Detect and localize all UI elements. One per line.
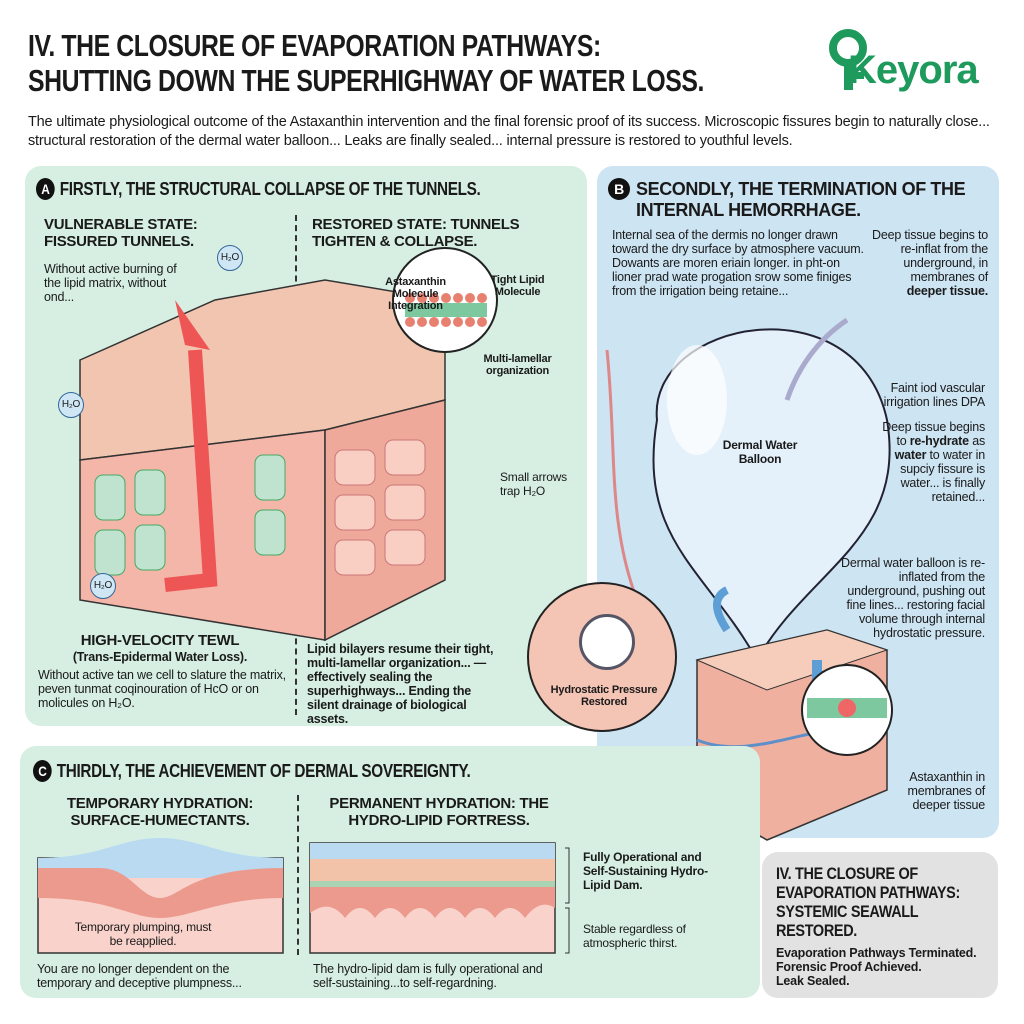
deep-tissue-text-main: Deep tissue begins to re-inflat from the…: [872, 228, 989, 284]
vulnerable-heading: Vulnerable State: Fissured Tunnels.: [44, 216, 198, 250]
rehydrate-pre: Deep tissue begins to: [882, 420, 985, 448]
balloon-label: Dermal Water Balloon: [722, 438, 798, 466]
astaxanthin-label: Astaxanthin Molecule Integration: [385, 276, 446, 312]
h2o-bubble: H₂O: [217, 245, 243, 271]
badge-b: B: [608, 178, 630, 200]
key-icon: [829, 29, 867, 90]
rehydrate-bold-2: water: [894, 448, 927, 462]
temporary-text: You are no longer dependent on the tempo…: [37, 962, 242, 990]
rehydrate-text: Deep tissue begins to re-hydrate as wate…: [875, 420, 985, 504]
summary-line: Forensic Proof Achieved.: [776, 960, 922, 974]
multilamellar-label: Multi-lamellar organization: [483, 353, 552, 377]
panel-b-title: B Secondly, the Termination of the Intern…: [608, 178, 988, 221]
tewl-arrow-icon: [175, 300, 210, 350]
rehydrate-mid: as: [972, 434, 985, 448]
temporary-caption: Temporary plumping, must be reapplied.: [74, 920, 212, 948]
gauge-icon: [579, 614, 635, 670]
dam-label: Fully Operational and Self-Sustaining Hy…: [583, 850, 708, 892]
pressure-gauge-magnifier: Hydrostatic Pressure Restored: [527, 582, 677, 732]
summary-panel: [762, 852, 998, 998]
summary-line: Leak Sealed.: [776, 974, 850, 988]
title-line-1: IV. The Closure of Evaporation Pathways:: [28, 28, 601, 63]
h2o-bubble: H₂O: [58, 392, 84, 418]
panel-a-title: AFirstly, the Structural Collapse of the…: [36, 178, 481, 200]
tewl-subheading: (Trans-Epidermal Water Loss).: [72, 650, 248, 664]
tight-lipid-label: Tight Lipid Molecule: [490, 274, 545, 298]
balloon-text: Dermal water balloon is re-inflated from…: [841, 556, 985, 640]
stable-label: Stable regardless of atmospheric thirst.: [583, 922, 686, 950]
small-arrows-label: Small arrows trap H₂O: [500, 470, 567, 498]
rehydrate-post: to water in supciy fissure is water... i…: [900, 448, 985, 504]
astaxanthin-deep-label: Astaxanthin in membranes of deeper tissu…: [907, 770, 986, 812]
panel-c-title-text: Thirdly, the Achievement of Dermal Sover…: [56, 761, 471, 781]
panel-a-title-text: Firstly, the Structural Collapse of the …: [59, 179, 481, 199]
summary-lines: Evaporation Pathways Terminated. Forensi…: [776, 946, 996, 988]
summary-title: IV. The Closure of Evaporation Pathways:…: [776, 864, 960, 940]
subtitle: The ultimate physiological outcome of th…: [28, 114, 990, 149]
h2o-bubble: H₂O: [90, 573, 116, 599]
rehydrate-bold-1: re-hydrate: [909, 434, 969, 448]
logo-text: Keyora: [848, 48, 979, 92]
permanent-heading: Permanent Hydration: The Hydro-Lipid For…: [329, 795, 549, 829]
badge-c: C: [33, 760, 52, 782]
deep-tissue-text: Deep tissue begins to re-inflat from the…: [872, 228, 988, 298]
title-line-2: Shutting Down the Superhighway of Water …: [28, 63, 704, 98]
panel-c-title: CThirdly, the Achievement of Dermal Sove…: [33, 760, 471, 782]
brand-logo: Keyora: [826, 26, 1001, 92]
deep-tissue-text-bold: deeper tissue.: [906, 284, 988, 298]
tewl-heading: HIGH-VELOCITY TEWL: [80, 632, 240, 649]
page-title: IV. The Closure of Evaporation Pathways:…: [28, 28, 828, 98]
panel-c-divider: [297, 795, 299, 955]
temporary-heading: Temporary Hydration: Surface-Humectants.: [66, 795, 254, 829]
vulnerable-text: Without active burning of the lipid matr…: [44, 262, 177, 304]
tewl-text: Without active tan we cell to slature th…: [38, 668, 286, 710]
pressure-label: Hydrostatic Pressure Restored: [550, 684, 658, 708]
vascular-label: Faint iod vascular irrigation lines DPA: [883, 381, 986, 409]
up-arrow-icon: [713, 586, 731, 633]
panel-b-title-text: Secondly, the Termination of the Interna…: [636, 179, 966, 220]
hydration-layers-illustration: [37, 838, 570, 954]
summary-line: Evaporation Pathways Terminated.: [776, 946, 977, 960]
permanent-text: The hydro-lipid dam is fully operational…: [313, 962, 543, 990]
skin-block-illustration: [79, 247, 498, 642]
restored-text: Lipid bilayers resume their tight, multi…: [307, 642, 494, 726]
badge-a: A: [36, 178, 55, 200]
dermis-text: Internal sea of the dermis no longer dra…: [612, 228, 864, 298]
restored-heading: Restored State: Tunnels Tighten & Collap…: [312, 216, 520, 250]
